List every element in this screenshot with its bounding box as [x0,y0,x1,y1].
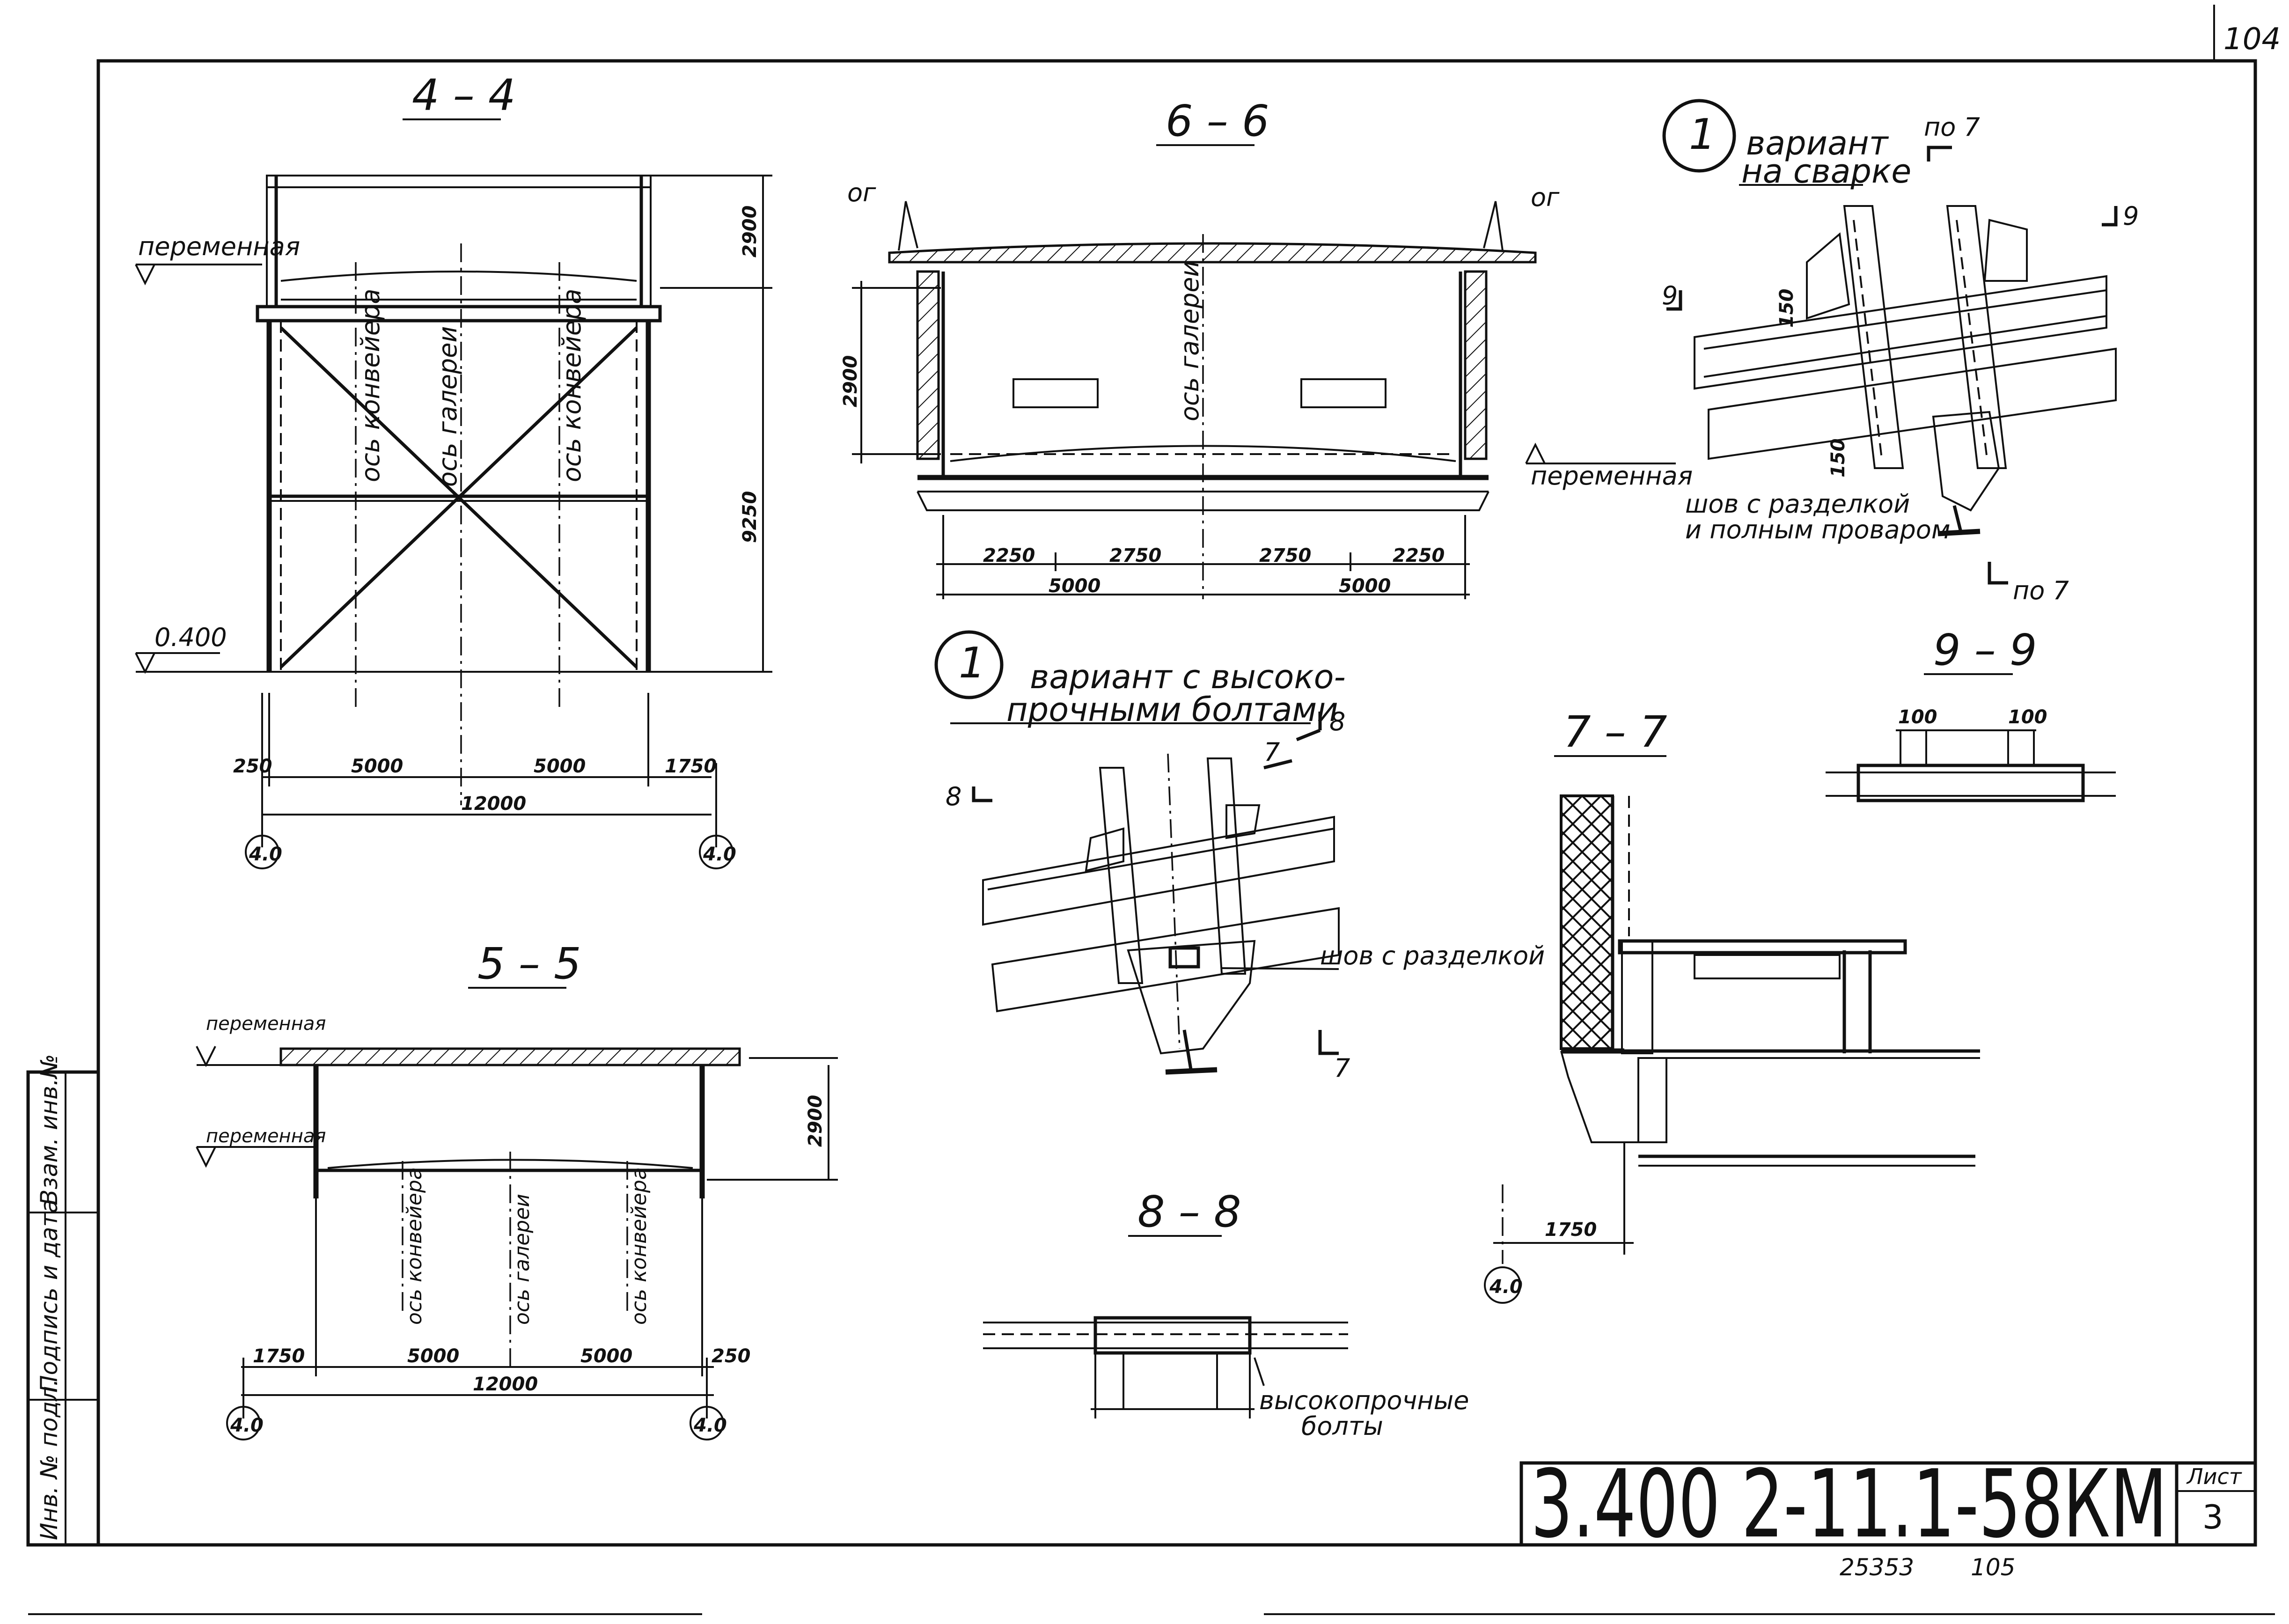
s55-dim-height: 2900 [805,1095,826,1147]
s66-variable-mark: переменная [1531,461,1693,491]
section-8-8: 8 – 8 [983,1187,1348,1418]
s55-axis-conveyor-left: ось конвейера [403,1167,426,1325]
s55-variable-mark-top: переменная [206,1013,326,1035]
bolted-cut-8-left: 8 [946,782,961,811]
stamp-vzam-inv: Взам. инв.№ [36,1054,63,1205]
s55-dim-1750: 1750 [253,1345,305,1367]
s44-dim-5000-a: 5000 [351,756,403,777]
s77-axis-mark: 4.0 [1489,1276,1523,1298]
s44-dim-250: 250 [233,756,272,777]
s55-dim-250: 250 [712,1345,751,1367]
bolted-caption-line2: прочными болтами [1006,691,1338,729]
section-9-9-title: 9 – 9 [1933,625,2037,675]
welded-cut-top: по 7 [1924,112,1980,142]
section-4-4: 4 – 4 [135,70,772,869]
section-9-9: 9 – 9 [1826,625,2116,802]
s66-dim-2250-b: 2250 [1393,545,1445,566]
s44-dim-total: 12000 [461,793,526,815]
s66-dim-height: 2900 [840,355,861,407]
s55-dim-5000-a: 5000 [407,1345,459,1367]
welded-weld-note-line2: и полным проваром [1685,515,1951,544]
section-4-4-title: 4 – 4 [412,70,516,120]
node-welded [1662,99,2118,585]
sheet-number: 3 [2202,1498,2223,1536]
next-number: 105 [1971,1554,2015,1581]
s55-axis-conveyor-right: ось конвейера [627,1167,651,1325]
section-7-7: 7 – 7 [1484,707,1980,1304]
s77-dim-1750: 1750 [1545,1219,1597,1241]
stamp-signature-date: Подпись и дата [36,1199,63,1393]
welded-weld-note-line1: шов с разделкой [1685,489,1910,519]
s66-og-left: ог [847,178,876,207]
s66-dim-5000-a: 5000 [1049,575,1100,597]
welded-node-number: 1 [1689,110,1716,159]
s88-note-line2: болты [1301,1411,1383,1441]
stamp-inv-podl: Инв. № подл. [36,1379,63,1540]
s44-axis-gallery: ось галереи [433,326,462,487]
inventory-number: 25353 [1840,1554,1914,1581]
section-7-7-title: 7 – 7 [1563,707,1667,757]
bolted-weld-note: шов с разделкой [1320,941,1545,970]
welded-cut-9-right: 9 [2123,201,2139,231]
s55-axis-mark-left: 4.0 [230,1415,264,1436]
s99-dim-100-b: 100 [2008,706,2047,728]
document-code: 3.400 2-11.1-58КМ [1531,1450,2167,1559]
s44-dim-1750: 1750 [665,756,717,777]
section-6-6: 6 – 6 [852,96,1676,599]
bolted-cut-8-right: 8 [1329,707,1345,736]
bolted-caption-line1: вариант с высоко- [1030,658,1346,696]
welded-cut-9-left: 9 [1662,281,1678,310]
s44-level: 0.400 [154,623,227,652]
node-bolted [934,630,1340,1075]
s44-axis-mark-right: 4.0 [703,844,736,865]
s66-dim-2750-a: 2750 [1109,545,1161,566]
s44-dim-5000-b: 5000 [534,756,586,777]
s66-dim-5000-b: 5000 [1339,575,1391,597]
welded-dim-150-bottom: 150 [1827,439,1849,478]
s55-dim-total: 12000 [473,1374,538,1395]
s66-dim-2750-b: 2750 [1259,545,1311,566]
s44-variable-mark: переменная [138,232,300,261]
side-stamp: Взам. инв.№ Подпись и дата Инв. № подл. [26,1054,100,1547]
s44-axis-mark-left: 4.0 [249,844,282,865]
s55-axis-gallery: ось галереи [510,1194,534,1325]
bolted-cut-7-top: 7 [1264,737,1280,767]
s66-axis-gallery: ось галереи [1175,260,1204,421]
s55-dim-5000-b: 5000 [580,1345,632,1367]
welded-caption-line1: вариант [1746,124,1889,162]
s55-variable-mark-bottom: переменная [206,1125,326,1147]
s44-dim-height-top: 2900 [739,206,761,257]
bolted-node-number: 1 [959,639,985,688]
s44-axis-conveyor-left: ось конвейера [356,289,385,482]
s66-og-right: ог [1531,183,1560,212]
s99-dim-100-a: 100 [1898,706,1937,728]
welded-caption-line2: на сварке [1741,152,1911,191]
sheet-label: Лист [2186,1464,2242,1489]
section-5-5: 5 – 5 [196,939,838,1440]
welded-dim-150-top: 150 [1776,289,1797,328]
s66-dim-2250-a: 2250 [983,545,1035,566]
s44-dim-height-total: 9250 [739,491,761,543]
title-block [1519,1461,2257,1547]
s55-axis-mark-right: 4.0 [693,1415,727,1436]
s88-note-line1: высокопрочные [1259,1386,1469,1415]
page-number: 104 [2223,22,2281,57]
s44-axis-conveyor-right: ось конвейера [557,289,587,482]
section-5-5-title: 5 – 5 [477,939,581,989]
welded-cut-bottom: по 7 [2013,576,2069,605]
sheet-frame [28,5,2275,1615]
bolted-cut-7-bottom: 7 [1334,1053,1350,1083]
section-6-6-title: 6 – 6 [1166,96,1269,146]
section-8-8-title: 8 – 8 [1137,1187,1241,1237]
